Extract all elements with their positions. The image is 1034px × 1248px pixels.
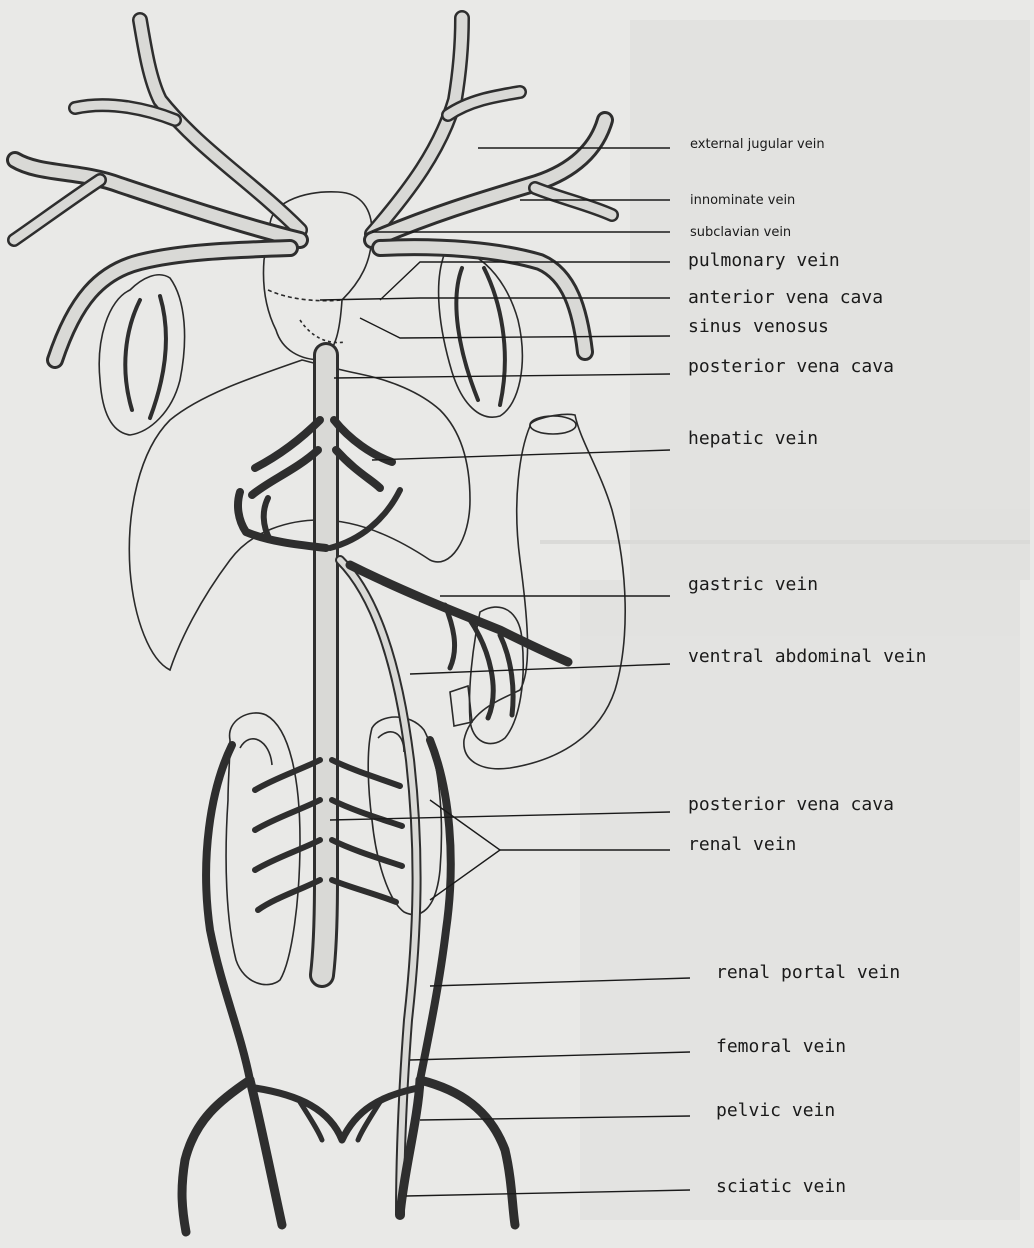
left-subclavian-vein <box>55 248 290 360</box>
label-renal-vein: renal vein <box>688 834 796 855</box>
label-posterior-vena-cava-lower: posterior vena cava <box>688 794 894 815</box>
liver <box>129 360 470 670</box>
label-posterior-vena-cava-upper: posterior vena cava <box>688 356 894 377</box>
label-anterior-vena-cava: anterior vena cava <box>688 287 883 308</box>
label-hepatic-vein: hepatic vein <box>688 428 818 449</box>
right-pulmonary-vein <box>456 268 505 405</box>
label-subclavian-vein: subclavian vein <box>690 225 791 240</box>
label-external-jugular-vein: external jugular vein <box>690 137 825 152</box>
left-lung <box>99 275 184 435</box>
left-femoral-vein <box>250 1080 282 1225</box>
right-lung <box>439 249 523 417</box>
right-sciatic-vein <box>420 1080 515 1225</box>
pelvic-vein <box>255 1088 418 1140</box>
left-sciatic-vein <box>182 1080 250 1232</box>
label-innominate-vein: innominate vein <box>690 193 795 208</box>
gastric-branch-b <box>470 620 493 718</box>
label-pelvic-vein: pelvic vein <box>716 1100 835 1121</box>
left-kidney-inner <box>240 739 272 765</box>
stomach-opening <box>530 416 576 434</box>
label-sinus-venosus: sinus venosus <box>688 316 829 337</box>
liver-portal-branch-2 <box>264 498 270 540</box>
liver-portal-branch-3 <box>330 490 400 548</box>
left-kidney <box>226 713 300 985</box>
label-renal-portal-vein: renal portal vein <box>716 962 900 983</box>
right-kidney-inner <box>378 732 404 752</box>
label-femoral-vein: femoral vein <box>716 1036 846 1057</box>
left-pulmonary-vein <box>125 296 166 418</box>
gastric-branch-c <box>500 635 513 715</box>
label-pulmonary-vein: pulmonary vein <box>688 250 840 271</box>
label-sciatic-vein: sciatic vein <box>716 1176 846 1197</box>
label-ventral-abdominal-vein: ventral abdominal vein <box>688 646 926 667</box>
label-gastric-vein: gastric vein <box>688 574 818 595</box>
